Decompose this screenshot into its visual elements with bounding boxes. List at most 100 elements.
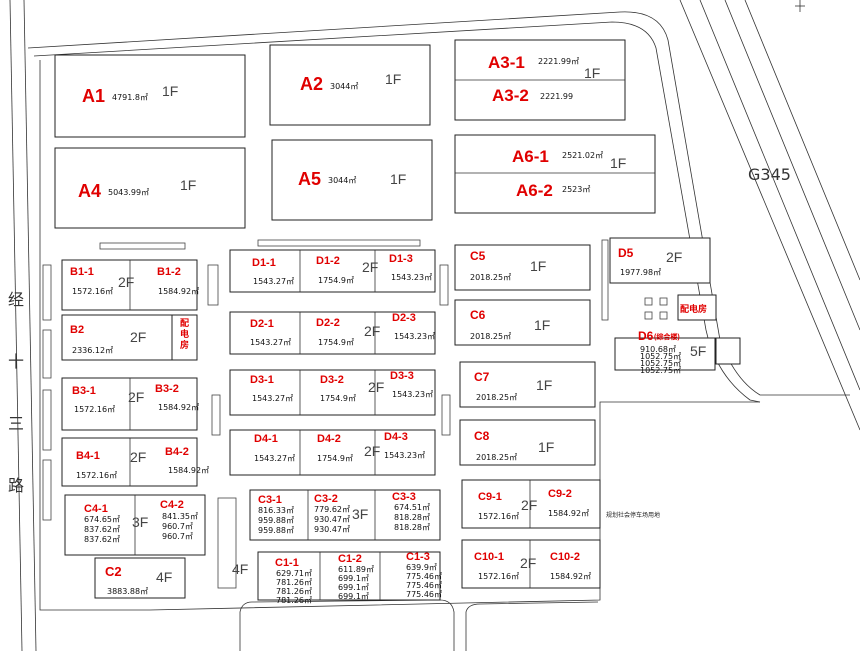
building-c8[interactable]: C8 2018.25㎡ 1F bbox=[474, 429, 554, 462]
building-floor-count: 2F bbox=[362, 259, 378, 275]
building-area: 5043.99㎡ bbox=[108, 188, 149, 197]
building-d4-2[interactable]: D4-2 1754.9㎡ bbox=[317, 433, 353, 463]
building-area: 1543.27㎡ bbox=[254, 454, 295, 463]
building-area: 1543.27㎡ bbox=[252, 394, 293, 403]
building-floor-count: 1F bbox=[180, 177, 196, 193]
building-floor-count: 2F bbox=[118, 274, 134, 290]
building-label: C4-2 bbox=[160, 499, 184, 511]
building-label: D4-3 bbox=[384, 431, 408, 443]
building-area: 1543.27㎡ bbox=[250, 338, 291, 347]
building-label: C8 bbox=[474, 429, 490, 443]
landscape-strips bbox=[42, 239, 609, 589]
building-area: 2221.99㎡ bbox=[538, 57, 579, 66]
building-area: 1543.23㎡ bbox=[394, 332, 435, 341]
building-area: 1754.9㎡ bbox=[317, 454, 353, 463]
building-area: 781.26㎡ bbox=[276, 596, 312, 605]
building-label: C7 bbox=[474, 370, 490, 384]
building-area: 1572.16㎡ bbox=[74, 405, 115, 414]
building-floor-count: 1F bbox=[530, 258, 546, 274]
building-area: 1584.92㎡ bbox=[158, 287, 199, 296]
building-floor-count: 2F bbox=[364, 323, 380, 339]
building-area: 2018.25㎡ bbox=[476, 453, 517, 462]
building-label: D1-1 bbox=[252, 257, 276, 269]
building-area: 1543.23㎡ bbox=[392, 390, 433, 399]
building-floor-count: 2F bbox=[130, 329, 146, 345]
building-label: D1-3 bbox=[389, 253, 413, 265]
building-floor-count: 1F bbox=[534, 317, 550, 333]
building-floor-count: 1F bbox=[538, 439, 554, 455]
building-floor-count: 3F bbox=[132, 514, 148, 530]
building-label: A6-2 bbox=[516, 181, 553, 200]
building-area: 960.7㎡ bbox=[162, 532, 193, 541]
building-area: 775.46㎡ bbox=[406, 590, 442, 599]
building-area: 1977.98㎡ bbox=[620, 268, 661, 277]
building-area: 930.47㎡ bbox=[314, 525, 350, 534]
building-label: A3-1 bbox=[488, 53, 525, 72]
building-label: C4-1 bbox=[84, 503, 108, 515]
building-area: 1572.16㎡ bbox=[478, 512, 519, 521]
substation-sub-b: 配电房 bbox=[180, 318, 189, 350]
building-area: 2221.99 bbox=[540, 92, 573, 101]
building-area: 1584.92㎡ bbox=[550, 572, 591, 581]
building-area: 3044㎡ bbox=[330, 82, 358, 91]
building-area: 2018.25㎡ bbox=[476, 393, 517, 402]
building-label: C3-2 bbox=[314, 493, 338, 505]
building-label: B2 bbox=[70, 324, 84, 336]
building-label: D4-2 bbox=[317, 433, 341, 445]
building-label: D2-3 bbox=[392, 312, 416, 324]
building-area: 674.65㎡ bbox=[84, 515, 120, 524]
building-area: 1754.9㎡ bbox=[318, 338, 354, 347]
substation-char: 电 bbox=[180, 328, 189, 339]
building-label: C9-1 bbox=[478, 491, 502, 503]
building-area: 1052.75㎡ bbox=[640, 352, 681, 361]
building-label: C1-2 bbox=[338, 553, 362, 565]
building-d2-3[interactable]: D2-3 1543.23㎡ bbox=[392, 312, 435, 341]
building-area: 1052.75㎡ bbox=[640, 366, 681, 375]
building-label: C3-1 bbox=[258, 494, 282, 506]
